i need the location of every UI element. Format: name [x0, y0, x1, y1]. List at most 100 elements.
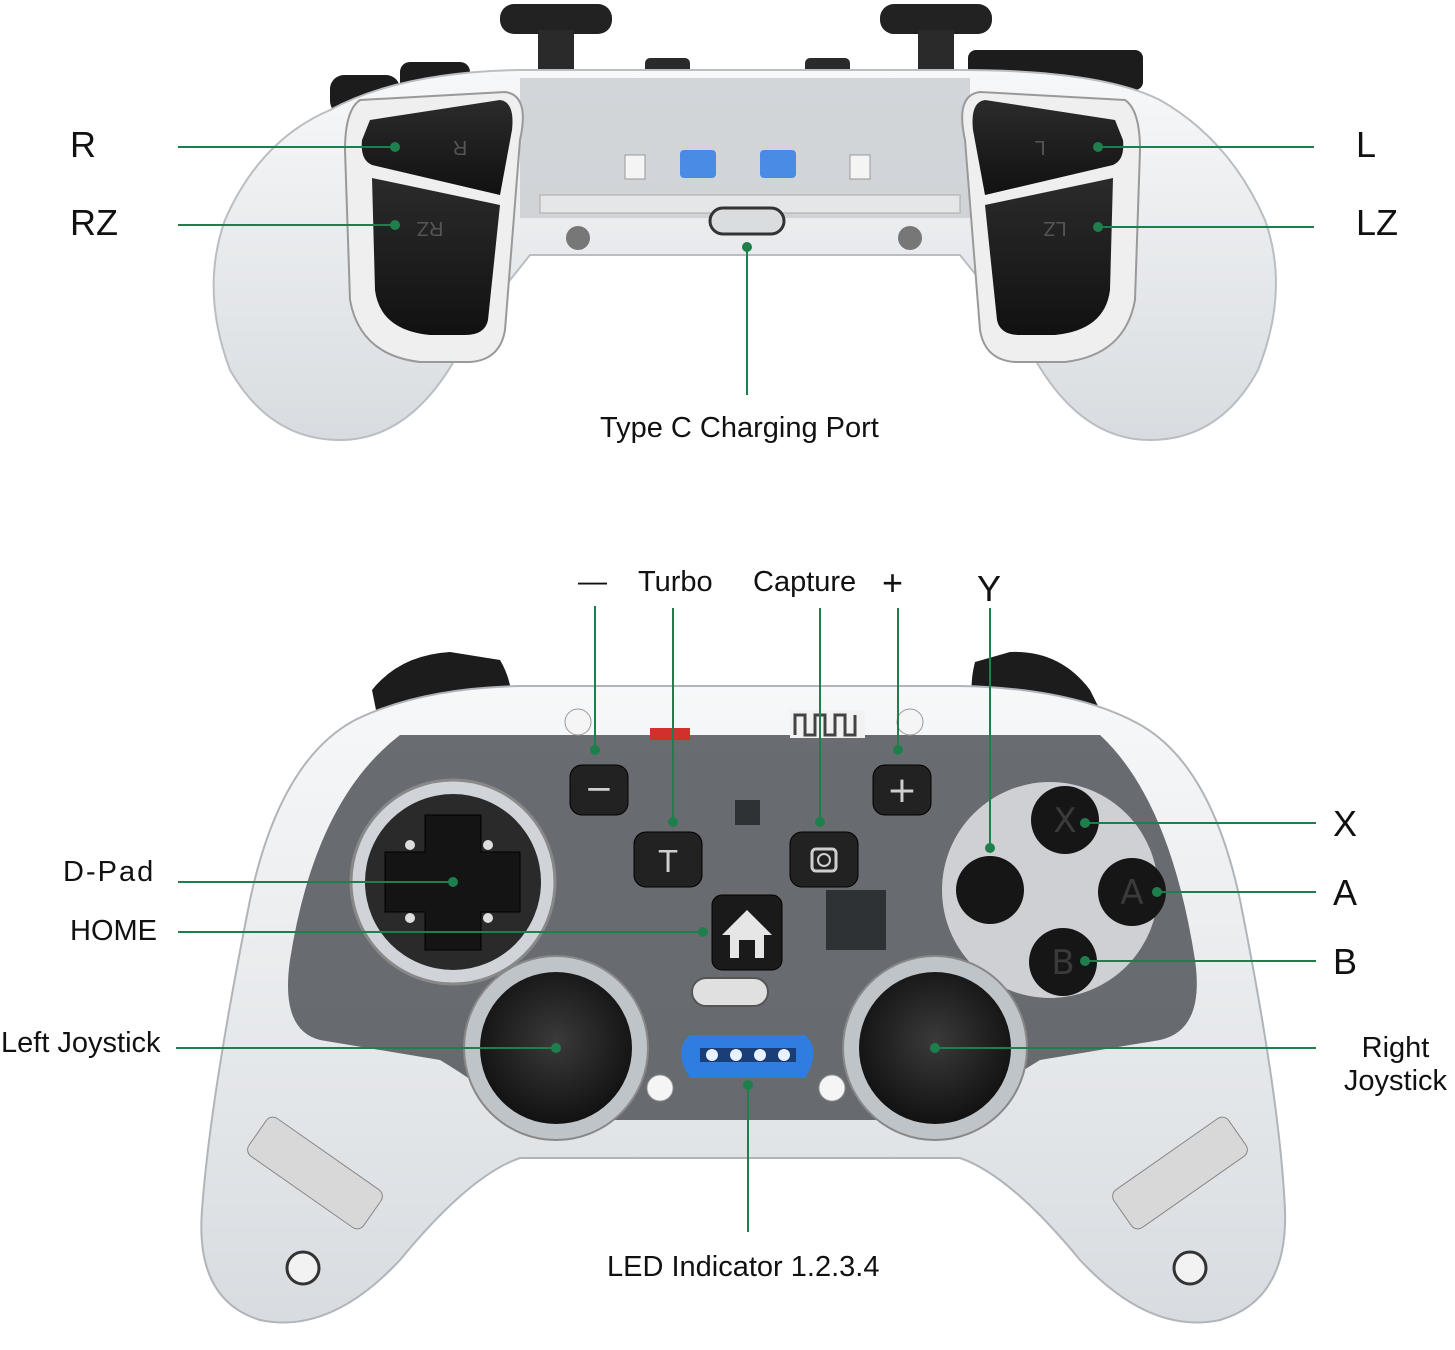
- dpad-screw: [405, 913, 415, 923]
- dpad-screw: [405, 840, 415, 850]
- leader-dpad-dot: [448, 877, 458, 887]
- a-button[interactable]: [1098, 858, 1166, 926]
- top-trigger-rz: [372, 178, 500, 335]
- top-trigger-l: [972, 100, 1124, 195]
- led-2: [730, 1049, 742, 1061]
- leader-rz-dot: [390, 220, 400, 230]
- right-grip-roller: [1112, 1116, 1248, 1230]
- leader-capture-dot: [815, 817, 825, 827]
- label-plus: +: [882, 562, 904, 603]
- right-grip-screw: [1172, 1250, 1208, 1286]
- front-chip: [735, 800, 760, 825]
- label-led-indicator: LED Indicator 1.2.3.4: [607, 1251, 880, 1283]
- x-glyph: X: [1053, 801, 1076, 841]
- type-c-port: [708, 206, 786, 236]
- label-right-joystick-line2: Joystick: [1343, 1065, 1448, 1098]
- label-dpad: D-Pad: [63, 856, 156, 888]
- led-3: [754, 1049, 766, 1061]
- left-grip-roller: [247, 1116, 383, 1230]
- front-red-led: [650, 728, 690, 740]
- a-glyph: A: [1120, 873, 1143, 913]
- label-lz: LZ: [1356, 202, 1399, 243]
- top-screw: [898, 226, 922, 250]
- capture-button[interactable]: [789, 831, 859, 888]
- turbo-button[interactable]: [633, 831, 703, 888]
- x-button[interactable]: [1031, 786, 1099, 854]
- y-button[interactable]: [956, 856, 1024, 924]
- front-screw: [564, 708, 592, 736]
- front-chip: [826, 890, 886, 950]
- leader-lz-dot: [1093, 222, 1103, 232]
- face-button-ring: [942, 782, 1158, 998]
- label-y: Y: [977, 568, 1002, 609]
- leader-r-dot: [390, 142, 400, 152]
- leader-l-dot: [1093, 142, 1103, 152]
- home-icon-door: [739, 940, 755, 958]
- leader-b-dot: [1080, 956, 1090, 966]
- turbo-glyph: T: [658, 845, 678, 880]
- top-trigger-r: [361, 100, 513, 195]
- minus-button[interactable]: [569, 764, 629, 816]
- capture-glyph: [810, 847, 838, 873]
- b-glyph: B: [1051, 943, 1074, 983]
- label-home: HOME: [70, 915, 157, 947]
- label-x: X: [1333, 803, 1358, 844]
- controller-top-view: R RZ L LZ: [178, 4, 1314, 442]
- b-button[interactable]: [1029, 928, 1097, 996]
- label-charging-port: Type C Charging Port: [600, 412, 879, 444]
- top-white-clip: [624, 154, 646, 180]
- label-right-joystick: Right Joystick: [1338, 1032, 1453, 1099]
- trigger-mark-lz: LZ: [1043, 217, 1066, 239]
- trigger-mark-rz: RZ: [417, 217, 444, 239]
- dpad-screw: [483, 840, 493, 850]
- top-right-stick-cap: [880, 4, 992, 34]
- plus-glyph: +: [887, 770, 917, 811]
- left-grip-screw: [285, 1250, 321, 1286]
- dpad-screw: [483, 913, 493, 923]
- leader-left-joystick-dot: [551, 1043, 561, 1053]
- top-screw: [566, 226, 590, 250]
- label-minus: —: [578, 566, 607, 598]
- leader-charging-port-dot: [742, 242, 752, 252]
- front-screw: [818, 1074, 846, 1102]
- top-white-clip: [849, 154, 871, 180]
- leader-home-dot: [698, 927, 708, 937]
- top-blue-clip: [680, 150, 716, 178]
- leader-turbo-dot: [668, 817, 678, 827]
- label-b: B: [1333, 941, 1358, 982]
- leader-a-dot: [1152, 887, 1162, 897]
- front-screw: [646, 1074, 674, 1102]
- top-blue-clip: [760, 150, 796, 178]
- label-capture: Capture: [753, 566, 857, 598]
- leader-x-dot: [1080, 818, 1090, 828]
- front-oval-port: [691, 977, 769, 1007]
- leader-y-dot: [985, 843, 995, 853]
- top-left-stick-shaft: [538, 30, 574, 75]
- label-turbo: Turbo: [638, 566, 713, 598]
- top-left-stick-cap: [500, 4, 612, 34]
- led-indicator-bar: [700, 1048, 796, 1062]
- label-a: A: [1333, 872, 1358, 913]
- led-1: [706, 1049, 718, 1061]
- capture-glyph-lens: [817, 853, 831, 867]
- leader-right-joystick-dot: [930, 1043, 940, 1053]
- leader-minus-dot: [590, 745, 600, 755]
- top-right-stick-shaft: [918, 30, 954, 75]
- label-r: R: [70, 124, 96, 165]
- trigger-mark-r: R: [453, 136, 467, 158]
- leader-plus-dot: [893, 745, 903, 755]
- label-right-joystick-line1: Right: [1361, 1032, 1430, 1064]
- front-antenna-trace: [793, 713, 857, 737]
- label-left-joystick: Left Joystick: [1, 1027, 161, 1059]
- plus-button[interactable]: [872, 764, 932, 816]
- leader-led-indicator-dot: [743, 1080, 753, 1090]
- led-4: [778, 1049, 790, 1061]
- home-icon: [722, 910, 772, 958]
- minus-glyph: −: [585, 769, 614, 809]
- front-screw: [896, 708, 924, 736]
- label-rz: RZ: [70, 202, 118, 243]
- controller-front-view: − + T X A B: [176, 606, 1316, 1324]
- top-trigger-lz: [985, 178, 1113, 335]
- label-l: L: [1356, 124, 1377, 165]
